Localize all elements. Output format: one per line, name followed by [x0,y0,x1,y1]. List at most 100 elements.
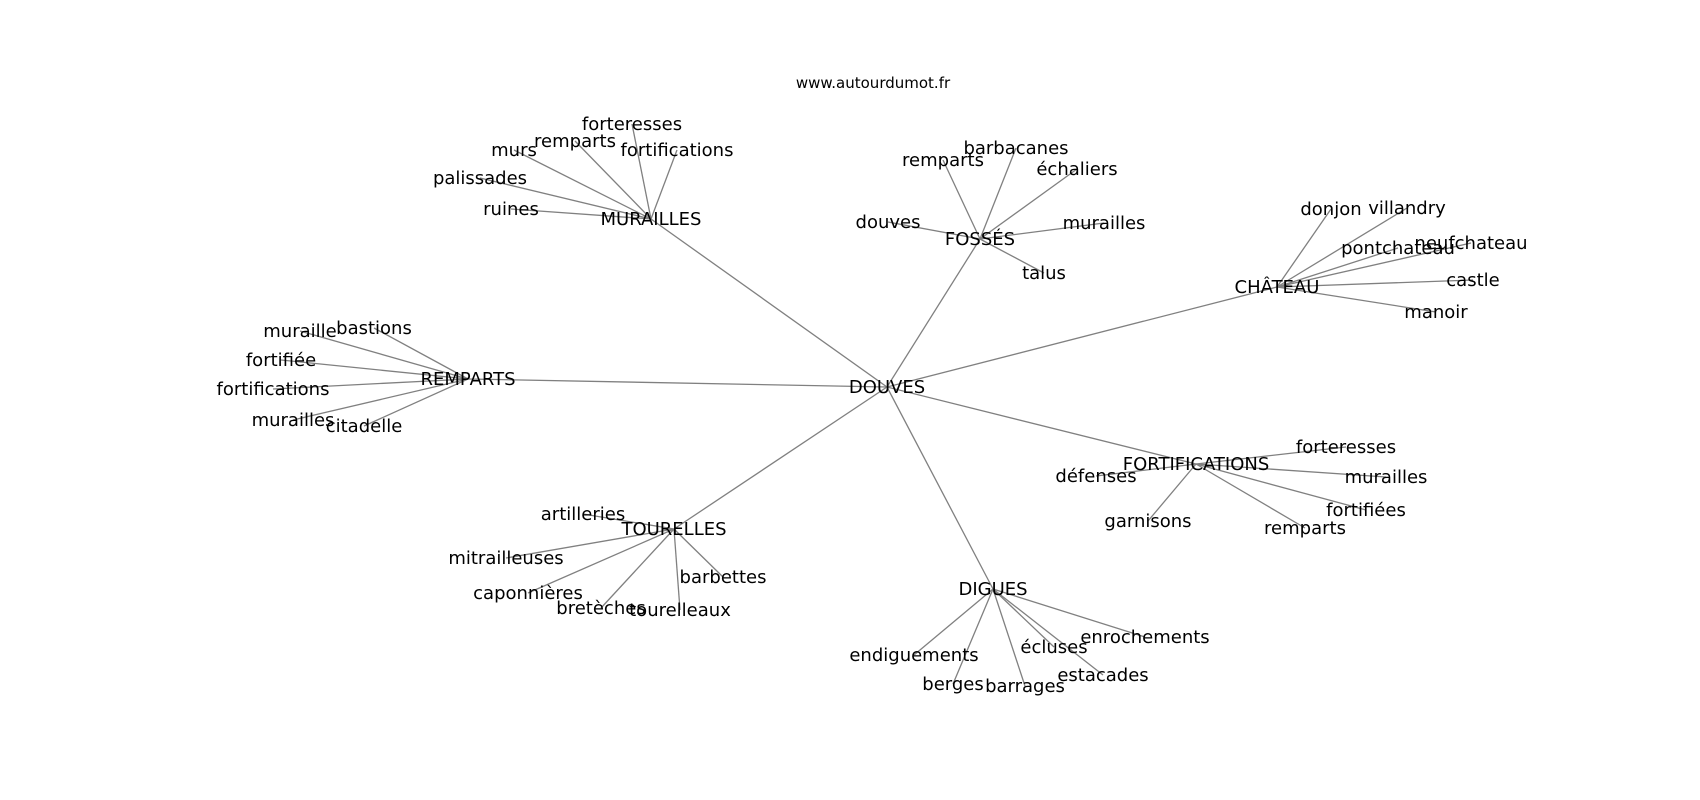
leaf-node: manoir [1404,302,1468,323]
edge-group-2-child-0 [1276,208,1332,288]
leaf-node: murailles [1345,467,1428,488]
edge-group-1-child-1 [942,159,981,240]
edge-group-3-child-1 [373,327,469,380]
edge-group-4-child-3 [1195,463,1367,511]
edge-group-2-child-4 [1276,279,1474,288]
leaf-node: talus [1022,263,1066,284]
edges-layer [272,123,1474,687]
edge-group-4-child-0 [1195,446,1347,465]
group-node: TOURELLES [620,519,726,540]
leaf-node: endiguements [849,645,978,666]
center-node: DOUVES [849,377,925,398]
leaf-node: remparts [1264,518,1346,539]
leaf-node: citadelle [326,416,403,437]
leaf-node: muraille [263,321,336,342]
edge-group-5-child-4 [600,528,675,609]
leaf-node: barrages [985,676,1065,697]
edge-group-3-child-2 [280,359,469,380]
edge-group-1-child-0 [979,147,1017,240]
edge-group-5-child-0 [582,513,675,530]
leaf-node: forteresses [582,114,682,135]
edge-group-1-child-3 [887,221,981,240]
leaf-node: barbacanes [963,138,1068,159]
edge-group-5-child-5 [673,528,681,611]
leaf-node: bastions [336,318,412,339]
edge-group-5-child-3 [527,528,675,594]
edge-group-2-child-5 [1276,286,1437,313]
edge-group-6-child-1 [992,588,1055,648]
group-node: REMPARTS [420,369,515,390]
leaf-node: donjon [1300,199,1361,220]
edge-center-4 [886,386,1197,465]
edge-group-5-child-1 [505,528,675,559]
leaf-node: estacades [1057,665,1148,686]
edge-group-6-child-0 [992,588,1146,638]
edge-group-0-child-3 [513,149,652,220]
leaf-node: tourelleaux [629,600,731,621]
source-label: www.autourdumot.fr [796,74,951,92]
leaf-node: écluses [1020,637,1087,658]
leaf-node: fortifications [217,379,330,400]
edge-group-3-child-4 [292,378,469,421]
leaf-node: barbettes [680,567,767,588]
leaf-node: murailles [252,410,335,431]
edge-group-0-child-1 [574,140,652,220]
edge-group-4-child-4 [1147,463,1197,522]
edge-center-1 [886,238,981,388]
leaf-node: enrochements [1080,627,1209,648]
edge-group-4-child-5 [1195,463,1306,529]
edge-group-6-child-5 [992,588,1026,687]
edge-group-1-child-5 [979,238,1045,274]
edge-group-6-child-2 [913,588,994,656]
edge-group-3-child-5 [363,378,469,427]
leaf-node: caponnières [473,583,583,604]
leaf-node: remparts [902,150,984,171]
leaf-node: neufchateau [1414,233,1527,254]
leaf-node: garnisons [1104,511,1191,532]
leaf-node: remparts [534,131,616,152]
edge-group-6-child-3 [992,588,1104,676]
edge-center-2 [886,286,1278,388]
leaf-node: fortifiées [1326,500,1406,521]
group-node: FOSSÉS [945,228,1015,250]
edge-group-1-child-2 [979,168,1078,240]
edge-group-6-child-4 [952,588,994,685]
edge-center-0 [650,218,888,388]
leaf-node: castle [1446,270,1499,291]
leaf-node: berges [922,674,983,695]
edge-group-0-child-5 [510,208,652,220]
group-node: CHÂTEAU [1235,276,1320,298]
leaf-node: artilleries [541,504,625,525]
leaf-node: échaliers [1036,159,1117,180]
leaf-node: ruines [483,199,539,220]
group-node: DIGUES [958,579,1027,600]
leaf-node: villandry [1368,198,1446,219]
leaf-node: pontchateau [1341,238,1455,259]
edge-group-0-child-2 [650,149,678,220]
edge-group-2-child-1 [1276,207,1408,288]
edge-group-2-child-3 [1276,242,1472,288]
leaf-node: bretèches [556,598,645,619]
leaf-node: douves [856,212,921,233]
leaf-node: murs [491,140,537,161]
edge-group-0-child-4 [479,177,652,220]
edge-group-1-child-4 [979,222,1105,240]
edge-group-0-child-0 [631,123,652,220]
edge-center-3 [467,378,888,388]
group-node: FORTIFICATIONS [1123,454,1270,475]
edge-group-4-child-2 [1195,463,1387,478]
edge-group-2-child-2 [1276,247,1399,288]
group-node: MURAILLES [601,209,702,230]
leaf-node: fortifiée [246,350,316,371]
edge-center-5 [673,386,888,530]
edge-group-3-child-0 [299,330,469,380]
edge-group-3-child-3 [272,378,469,390]
edge-group-4-child-1 [1095,463,1197,477]
leaf-node: murailles [1063,213,1146,234]
leaf-node: fortifications [621,140,734,161]
leaf-node: palissades [433,168,527,189]
leaf-node: défenses [1055,466,1136,487]
leaf-node: mitrailleuses [448,548,563,569]
